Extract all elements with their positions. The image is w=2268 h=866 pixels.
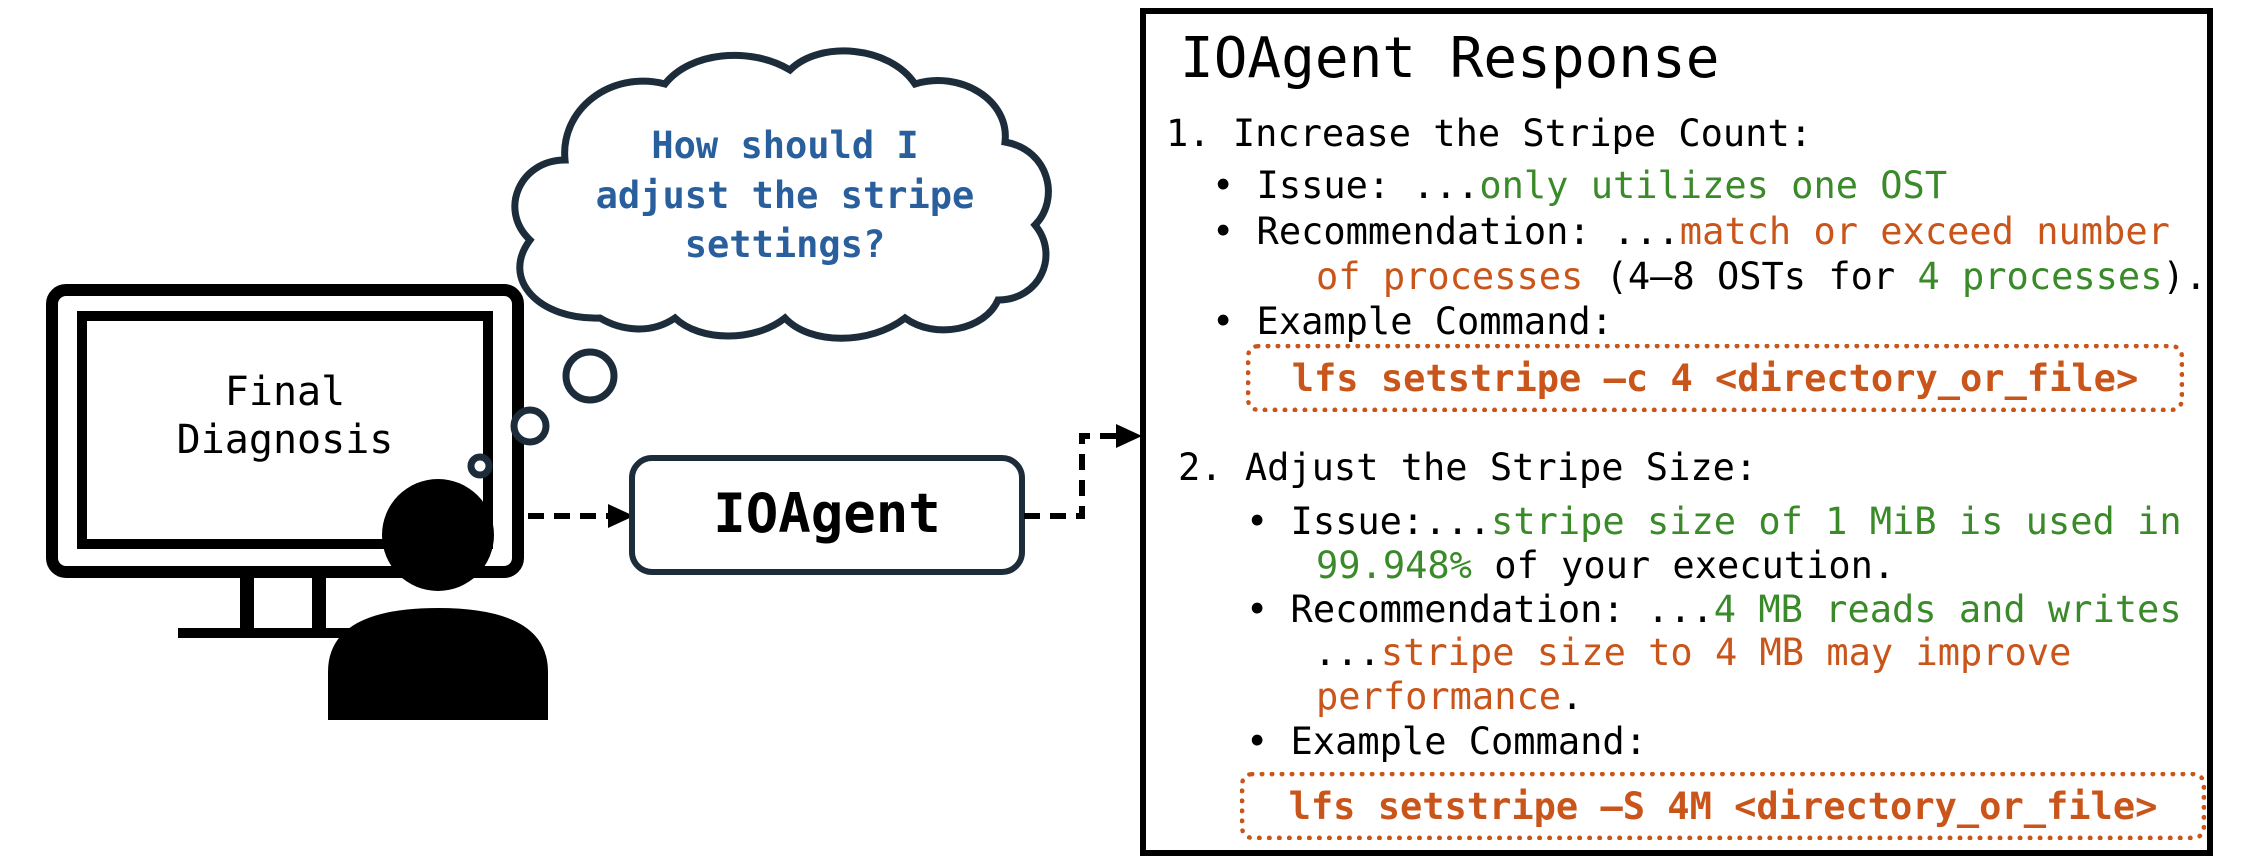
section1-rec-value-line1: match or exceed number	[1679, 210, 2170, 253]
ioagent-label: IOAgent	[713, 482, 941, 545]
section2-command: lfs setstripe –S 4M <directory_or_file>	[1288, 784, 2158, 828]
section1-recommendation: • Recommendation: ...match or exceed num…	[1212, 210, 2170, 253]
section1-command: lfs setstripe –c 4 <directory_or_file>	[1291, 356, 2139, 400]
thought-question-line2: adjust the stripe	[596, 174, 975, 217]
response-panel: IOAgent Response 1. Increase the Stripe …	[1140, 8, 2213, 856]
section2-issue-cont: 99.948% of your execution.	[1316, 544, 1895, 587]
section2-recommendation-cont: ...stripe size to 4 MB may improve	[1314, 631, 2071, 674]
ioagent-box	[629, 455, 1025, 575]
thought-cloud	[511, 47, 1052, 342]
section2-issue-label: • Issue:...	[1246, 500, 1492, 543]
section2-recommendation: • Recommendation: ...4 MB reads and writ…	[1246, 588, 2182, 631]
section1-issue-label: • Issue: ...	[1212, 164, 1480, 207]
section2-example-label: • Example Command:	[1246, 720, 1647, 763]
response-title: IOAgent Response	[1180, 26, 1720, 91]
section1-heading: 1. Increase the Stripe Count:	[1166, 112, 1813, 155]
thought-question-line3: settings?	[685, 223, 885, 266]
user-icon	[328, 479, 548, 720]
section2-rec-value-orange-line1: stripe size to 4 MB may improve	[1380, 631, 2072, 674]
monitor-icon	[46, 284, 524, 638]
thought-question-line1: How should I	[651, 124, 918, 167]
section1-rec-value-end: 4 processes	[1917, 255, 2163, 298]
section1-rec-mid: (4–8 OSTs for	[1583, 255, 1918, 298]
arrow-to-agent	[528, 504, 634, 528]
section1-rec-label: • Recommendation: ...	[1212, 210, 1680, 253]
section2-rec-period: .	[1561, 675, 1584, 718]
arrow-to-response	[1024, 424, 1142, 519]
section1-example-label: • Example Command:	[1212, 300, 1613, 343]
section1-command-box: lfs setstripe –c 4 <directory_or_file>	[1246, 344, 2184, 412]
section2-issue-value-line2: 99.948%	[1316, 544, 1472, 587]
section1-recommendation-cont: of processes (4–8 OSTs for 4 processes).	[1316, 255, 2207, 298]
section2-rec-value-orange-line2: performance	[1316, 675, 1562, 718]
section2-issue-tail: of your execution.	[1471, 544, 1896, 587]
section2-rec-dots: ...	[1314, 631, 1381, 674]
section2-heading: 2. Adjust the Stripe Size:	[1178, 446, 1758, 489]
section2-rec-label: • Recommendation: ...	[1246, 588, 1714, 631]
thought-bubble	[467, 348, 618, 479]
monitor-text-line1: Final	[225, 369, 345, 415]
monitor-text-line2: Diagnosis	[177, 417, 394, 463]
section1-issue-value: only utilizes one OST	[1479, 164, 1948, 207]
section2-issue-value-line1: stripe size of 1 MiB is used in	[1491, 500, 2182, 543]
section2-command-box: lfs setstripe –S 4M <directory_or_file>	[1240, 772, 2206, 840]
section2-issue: • Issue:...stripe size of 1 MiB is used …	[1246, 500, 2182, 543]
section2-rec-value-green: 4 MB reads and writes	[1713, 588, 2182, 631]
section1-rec-value-line2: of processes	[1316, 255, 1584, 298]
section1-issue: • Issue: ...only utilizes one OST	[1212, 164, 1947, 207]
section1-rec-close: ).	[2162, 255, 2208, 298]
section2-recommendation-cont2: performance.	[1316, 675, 1583, 718]
